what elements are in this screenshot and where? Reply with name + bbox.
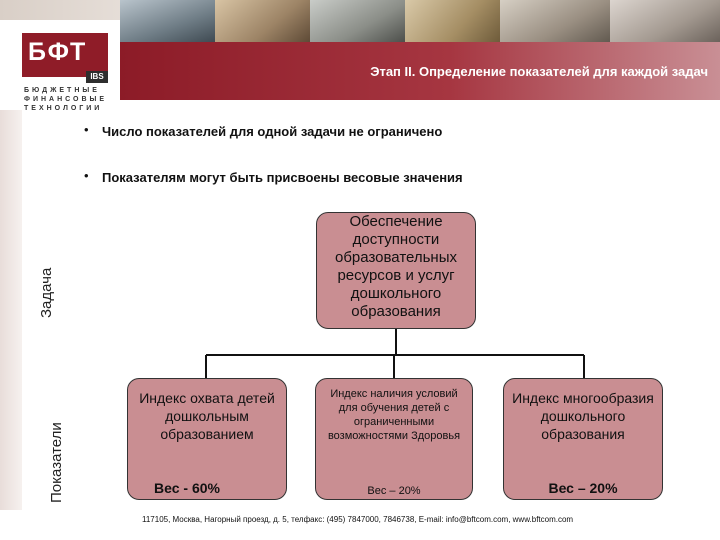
indicator-weight: Вес – 20%: [367, 485, 421, 497]
logo-text: БФТ: [28, 38, 88, 66]
slide-title: Этап II. Определение показателей для каж…: [370, 64, 708, 79]
bullet-marker: •: [84, 122, 89, 137]
footer-contacts: 117105, Москва, Нагорный проезд, д. 5, т…: [142, 515, 574, 524]
bullet-text: Показателям могут быть присвоены весовые…: [102, 170, 463, 185]
photo-bridge: [310, 0, 405, 42]
task-node-label: Обеспечение доступности образовательных …: [335, 213, 457, 320]
indicator-node-label: Индекс охвата детей дошкольным образован…: [139, 390, 275, 442]
photo-coins: [405, 0, 500, 42]
logo-subtitle-line: ТЕХНОЛОГИИ: [24, 105, 103, 112]
logo-subtitle-line: ФИНАНСОВЫЕ: [24, 96, 108, 103]
photo-building: [610, 0, 720, 42]
logo-subtitle: БЮДЖЕТНЫЕ ФИНАНСОВЫЕ ТЕХНОЛОГИИ: [24, 86, 107, 113]
photo-city: [500, 0, 610, 42]
indicator-node-label: Индекс наличия условий для обучения дете…: [327, 388, 461, 442]
logo-subtitle-line: БЮДЖЕТНЫЕ: [24, 87, 100, 94]
photo-lighthouse: [120, 0, 215, 42]
indicator-node: Индекс охвата детей дошкольным образован…: [127, 378, 287, 500]
indicator-node: Индекс наличия условий для обучения дете…: [315, 378, 473, 500]
photo-compass: [215, 0, 310, 42]
bullet-marker: •: [84, 168, 89, 183]
indicator-weight: Вес – 20%: [548, 480, 618, 496]
indicator-weight: Вес - 60%: [154, 480, 220, 496]
left-side-bar: [0, 110, 22, 510]
bullet-text: Число показателей для одной задачи не ог…: [102, 124, 443, 139]
header-bar: Этап II. Определение показателей для каж…: [120, 42, 720, 100]
task-node: Обеспечение доступности образовательных …: [316, 212, 476, 329]
company-logo: БФТ: [22, 33, 108, 77]
logo-tag: IBS: [86, 71, 108, 83]
indicator-node: Индекс многообразия дошкольного образова…: [503, 378, 663, 500]
indicator-node-label: Индекс многообразия дошкольного образова…: [512, 390, 654, 442]
